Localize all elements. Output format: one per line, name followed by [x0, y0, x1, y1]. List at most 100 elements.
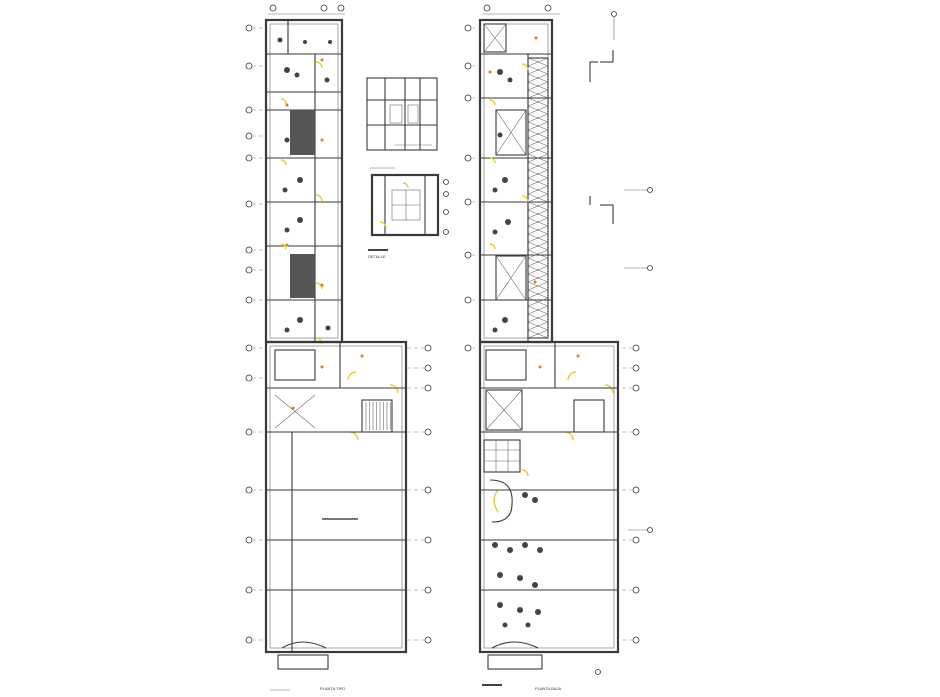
stair-right: [361, 399, 393, 433]
grid-bubble: [245, 636, 253, 644]
lattice-bar: [527, 321, 549, 331]
grid-bubble: [632, 384, 640, 392]
lattice-bar: [527, 305, 549, 315]
grid-bubble: [632, 636, 640, 644]
lattice-bar: [527, 241, 549, 251]
lattice-bar: [527, 145, 549, 155]
grid-bubble: [464, 296, 472, 304]
lattice-bar: [527, 201, 549, 211]
grid-bubble: [424, 486, 432, 494]
detail-drawing: DETALLE: [366, 77, 449, 259]
lattice-bar: [527, 81, 549, 91]
detail-title: DETALLE: [368, 254, 386, 259]
grid-bubble: [464, 62, 472, 70]
stair-steps: [365, 402, 391, 430]
stair-right-r: [573, 399, 605, 433]
top-grid-bubbles: [268, 4, 345, 15]
lattice-bar: [527, 89, 549, 99]
lattice-bar: [527, 297, 549, 307]
grid-bubble: [245, 154, 253, 162]
plan-right-title: PLANTA BAJA: [535, 686, 561, 691]
lattice-bar: [527, 209, 549, 219]
elevation-fragments: [589, 11, 653, 675]
plan-right: PLANTA BAJA: [464, 4, 640, 691]
grid-bubble: [464, 154, 472, 162]
lattice-bar: [527, 313, 549, 323]
lattice-bar: [527, 193, 549, 203]
grid-bubble: [424, 364, 432, 372]
lower-block-walls-r: [478, 340, 620, 654]
lattice-bar: [527, 161, 549, 171]
grid-bubble: [245, 486, 253, 494]
lattice-bar: [527, 65, 549, 75]
lattice-bar: [527, 265, 549, 275]
right-grid-bubbles-left: [406, 344, 432, 644]
lattice-bar: [527, 185, 549, 195]
lattice-bar: [527, 57, 549, 67]
grid-bubble: [464, 94, 472, 102]
grid-bubble: [245, 266, 253, 274]
grid-bubble: [245, 246, 253, 254]
grid-bubble: [632, 428, 640, 436]
grid-bubble: [464, 344, 472, 352]
grid-bubble: [245, 200, 253, 208]
shaft-hatch-2: [290, 254, 315, 298]
lattice-bar: [527, 217, 549, 227]
grid-bubble: [424, 344, 432, 352]
furniture-r: [492, 69, 543, 628]
lattice-bar: [527, 289, 549, 299]
lattice-bar: [527, 121, 549, 131]
lattice-bar: [527, 233, 549, 243]
grid-bubble: [632, 586, 640, 594]
grid-bubble: [632, 536, 640, 544]
doors-r: [489, 63, 614, 513]
grid-bubble: [245, 536, 253, 544]
grid-bubble: [245, 428, 253, 436]
grid-bubble: [245, 296, 253, 304]
lattice-bar: [527, 97, 549, 107]
lattice-bar: [527, 225, 549, 235]
left-grid-bubbles-right: [464, 24, 480, 352]
grid-bubble: [245, 62, 253, 70]
grid-bubble: [245, 586, 253, 594]
grid-bubble: [245, 132, 253, 140]
grid-bubble: [632, 486, 640, 494]
lattice-bar: [527, 281, 549, 291]
upper-wing-walls-r: [478, 18, 554, 344]
lattice-bar: [527, 329, 549, 339]
grid-bubble: [464, 251, 472, 259]
entry-canopy: [277, 654, 329, 670]
stair-top: [274, 349, 316, 381]
lattice-bar: [527, 73, 549, 83]
lattice-bar: [527, 137, 549, 147]
grid-bubble: [245, 106, 253, 114]
lattice-bar: [527, 273, 549, 283]
grid-bubble: [464, 198, 472, 206]
lattice-bar: [527, 153, 549, 163]
furniture: [277, 37, 332, 333]
lattice-bar: [527, 113, 549, 123]
grid-bubble: [632, 344, 640, 352]
lattice-bar: [527, 257, 549, 267]
doors: [280, 61, 399, 441]
lattice-panel: [527, 57, 549, 339]
left-grid-bubbles: [245, 24, 266, 644]
plan-left-title: PLANTA TIPO: [320, 686, 345, 691]
grid-bubble: [632, 364, 640, 372]
grid-bubble: [424, 384, 432, 392]
right-grid-bubbles-right: [618, 344, 640, 644]
lattice-bar: [527, 177, 549, 187]
grid-bubble: [424, 536, 432, 544]
lattice-bar: [527, 129, 549, 139]
shaft-hatch-1: [290, 110, 315, 155]
grid-bubble: [424, 586, 432, 594]
plan-left: PLANTA TIPO: [245, 4, 432, 691]
grid-bubble: [424, 428, 432, 436]
lattice-bar: [527, 169, 549, 179]
lattice-bar: [527, 249, 549, 259]
grid-bubble: [464, 24, 472, 32]
markers-r: [488, 36, 580, 369]
lower-block-walls: [264, 340, 408, 654]
grid-bubble: [245, 374, 253, 382]
